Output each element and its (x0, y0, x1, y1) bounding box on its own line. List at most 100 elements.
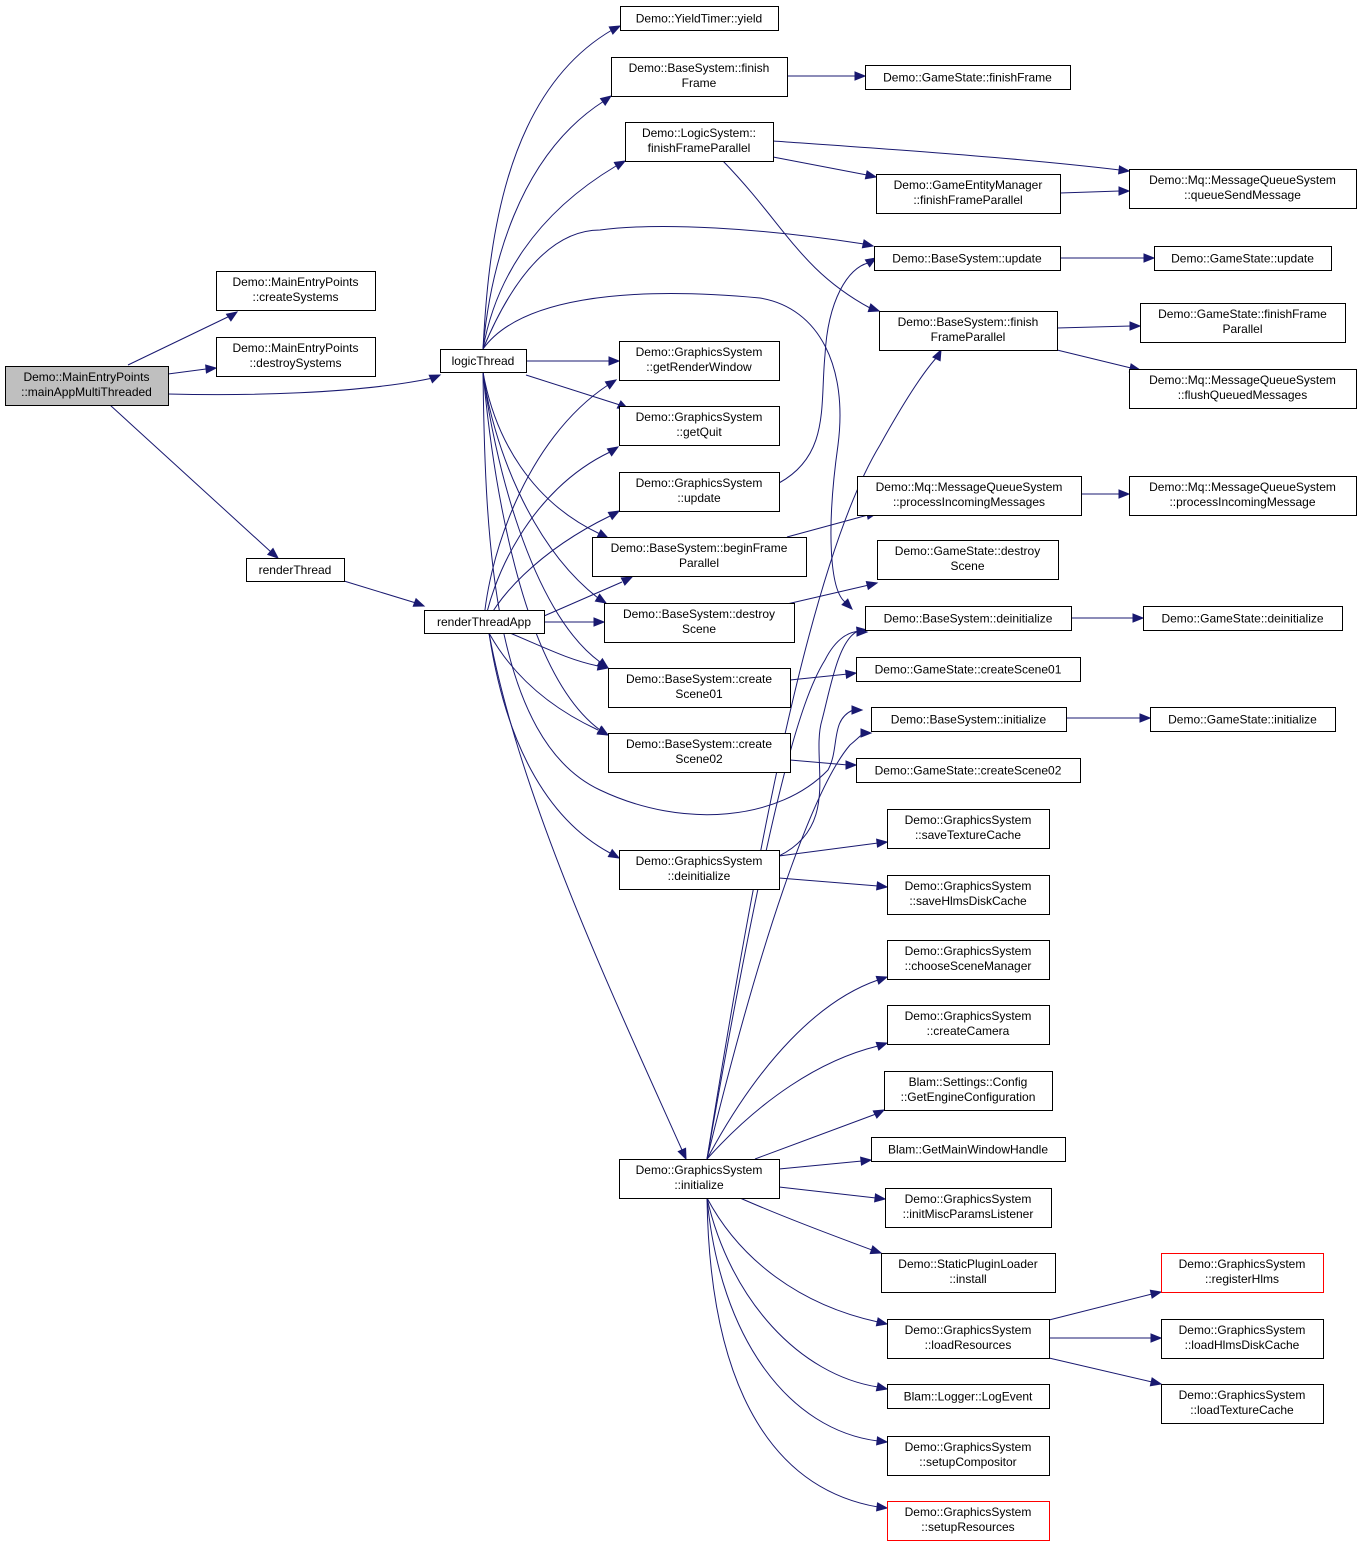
node-lt[interactable]: logicThread (440, 349, 527, 373)
node-gemffp[interactable]: Demo::GameEntityManager::finishFramePara… (876, 174, 1061, 214)
node-bscfg[interactable]: Blam::Settings::Config::GetEngineConfigu… (884, 1071, 1053, 1111)
node-label: ::processIncomingMessages (893, 495, 1045, 509)
node-gssr[interactable]: Demo::GraphicsSystem::setupResources (887, 1501, 1050, 1541)
node-mqfqm[interactable]: Demo::Mq::MessageQueueSystem::flushQueue… (1129, 369, 1357, 409)
arrowhead (608, 25, 622, 35)
node-label: Demo::GraphicsSystem (905, 944, 1032, 958)
call-edge (778, 877, 879, 887)
node-bsi[interactable]: Demo::BaseSystem::initialize (871, 707, 1067, 732)
node-gsdi[interactable]: Demo::GraphicsSystem::deinitialize (619, 850, 780, 890)
node-box (887, 1384, 1050, 1409)
node-gsshdc[interactable]: Demo::GraphicsSystem::saveHlmsDiskCache (887, 875, 1050, 915)
node-gsrh[interactable]: Demo::GraphicsSystem::registerHlms (1161, 1253, 1324, 1293)
node-box (874, 246, 1061, 271)
node-gstff[interactable]: Demo::GameState::finishFrame (865, 65, 1071, 90)
node-label: ::GetEngineConfiguration (901, 1090, 1036, 1104)
node-label: ::createSystems (252, 290, 338, 304)
node-bgmwh[interactable]: Blam::GetMainWindowHandle (871, 1137, 1066, 1162)
node-lsffp[interactable]: Demo::LogicSystem::finishFrameParallel (625, 122, 774, 162)
node-box (608, 733, 791, 773)
node-mqpims[interactable]: Demo::Mq::MessageQueueSystem::processInc… (857, 476, 1082, 516)
node-cs[interactable]: Demo::MainEntryPoints::createSystems (216, 271, 376, 311)
node-bsffp[interactable]: Demo::BaseSystem::finishFrameParallel (879, 311, 1058, 351)
arrowhead (596, 726, 610, 736)
node-label: ::setupResources (921, 1520, 1014, 1534)
node-label: Demo::GameState::finishFrame (883, 71, 1052, 85)
node-label: Demo::GraphicsSystem (905, 1009, 1032, 1023)
node-box (216, 337, 376, 377)
call-edge (1056, 325, 1132, 329)
node-yield[interactable]: Demo::YieldTimer::yield (620, 6, 779, 31)
node-label: ::registerHlms (1205, 1272, 1279, 1286)
call-edge (167, 377, 434, 396)
node-gsi[interactable]: Demo::GraphicsSystem::initialize (619, 1159, 780, 1199)
node-spli[interactable]: Demo::StaticPluginLoader::install (881, 1253, 1056, 1293)
call-edge (1059, 190, 1121, 194)
node-label: Blam::Settings::Config (909, 1075, 1028, 1089)
node-mqqsm[interactable]: Demo::Mq::MessageQueueSystem::queueSendM… (1129, 169, 1357, 209)
node-label: Demo::GraphicsSystem (1179, 1257, 1306, 1271)
call-edge (482, 225, 865, 350)
node-gsgq[interactable]: Demo::GraphicsSystem::getQuit (619, 406, 780, 446)
node-box (871, 707, 1067, 732)
node-gsltc[interactable]: Demo::GraphicsSystem::loadTextureCache (1161, 1384, 1324, 1424)
node-gstcs1[interactable]: Demo::GameState::createScene01 (856, 657, 1081, 682)
node-label: Demo::YieldTimer::yield (636, 12, 762, 26)
node-box (887, 940, 1050, 980)
node-gsgrw[interactable]: Demo::GraphicsSystem::getRenderWindow (619, 341, 780, 381)
node-gscsm[interactable]: Demo::GraphicsSystem::chooseSceneManager (887, 940, 1050, 980)
node-bsdi[interactable]: Demo::BaseSystem::deinitialize (865, 606, 1072, 631)
node-rta[interactable]: renderThreadApp (424, 610, 545, 634)
node-gslhdc[interactable]: Demo::GraphicsSystem::loadHlmsDiskCache (1161, 1319, 1324, 1359)
node-label: Demo::GraphicsSystem (636, 410, 763, 424)
node-label: Demo::GraphicsSystem (1179, 1388, 1306, 1402)
node-label: renderThread (259, 563, 332, 577)
node-box (1129, 169, 1357, 209)
node-label: Demo::BaseSystem::destroy (623, 607, 775, 621)
call-edge (482, 384, 609, 634)
node-bsff[interactable]: Demo::BaseSystem::finishFrame (611, 57, 788, 97)
node-label: ::loadTextureCache (1190, 1403, 1294, 1417)
node-box (1154, 246, 1332, 271)
arrowhead (428, 374, 442, 384)
node-label: Demo::LogicSystem:: (642, 126, 756, 140)
node-bscs1[interactable]: Demo::BaseSystem::createScene01 (608, 668, 791, 708)
arrowhead (874, 1193, 887, 1203)
node-mqpim[interactable]: Demo::Mq::MessageQueueSystem::processInc… (1129, 476, 1357, 516)
node-gstffp[interactable]: Demo::GameState::finishFrameParallel (1140, 303, 1346, 343)
node-label: ::saveTextureCache (915, 828, 1021, 842)
node-box (879, 311, 1058, 351)
node-gstu[interactable]: Demo::GameState::update (1154, 246, 1332, 271)
node-label: Demo::GameState::destroy (895, 544, 1040, 558)
node-bscs2[interactable]: Demo::BaseSystem::createScene02 (608, 733, 791, 773)
call-edge (706, 1197, 879, 1323)
call-edge (706, 1197, 879, 1508)
node-gsimpl[interactable]: Demo::GraphicsSystem::initMiscParamsList… (885, 1188, 1052, 1228)
call-edge (772, 156, 868, 176)
node-ds[interactable]: Demo::MainEntryPoints::destroySystems (216, 337, 376, 377)
call-edge (1048, 1293, 1153, 1321)
node-gsu[interactable]: Demo::GraphicsSystem::update (619, 472, 780, 512)
node-rt[interactable]: renderThread (246, 558, 345, 582)
node-blle[interactable]: Blam::Logger::LogEvent (887, 1384, 1050, 1409)
node-label: ::processIncomingMessage (1169, 495, 1315, 509)
call-edge (109, 404, 272, 553)
node-label: Demo::GraphicsSystem (905, 813, 1032, 827)
node-gsstc[interactable]: Demo::GraphicsSystem::saveTextureCache (887, 809, 1050, 849)
node-gslr[interactable]: Demo::GraphicsSystem::loadResources (887, 1319, 1050, 1359)
node-gssc[interactable]: Demo::GraphicsSystem::setupCompositor (887, 1436, 1050, 1476)
arrowhead (864, 257, 878, 268)
node-label: Demo::MainEntryPoints (232, 341, 358, 355)
node-gstdi[interactable]: Demo::GameState::deinitialize (1143, 606, 1343, 631)
call-edge (739, 1197, 873, 1251)
node-gsti[interactable]: Demo::GameState::initialize (1150, 707, 1336, 732)
arrowhead (1132, 613, 1145, 623)
node-bsu[interactable]: Demo::BaseSystem::update (874, 246, 1061, 271)
arrowhead (841, 598, 853, 610)
node-gscc[interactable]: Demo::GraphicsSystem::createCamera (887, 1005, 1050, 1045)
node-gstcs2[interactable]: Demo::GameState::createScene02 (856, 758, 1081, 783)
arrowhead (872, 1109, 886, 1119)
